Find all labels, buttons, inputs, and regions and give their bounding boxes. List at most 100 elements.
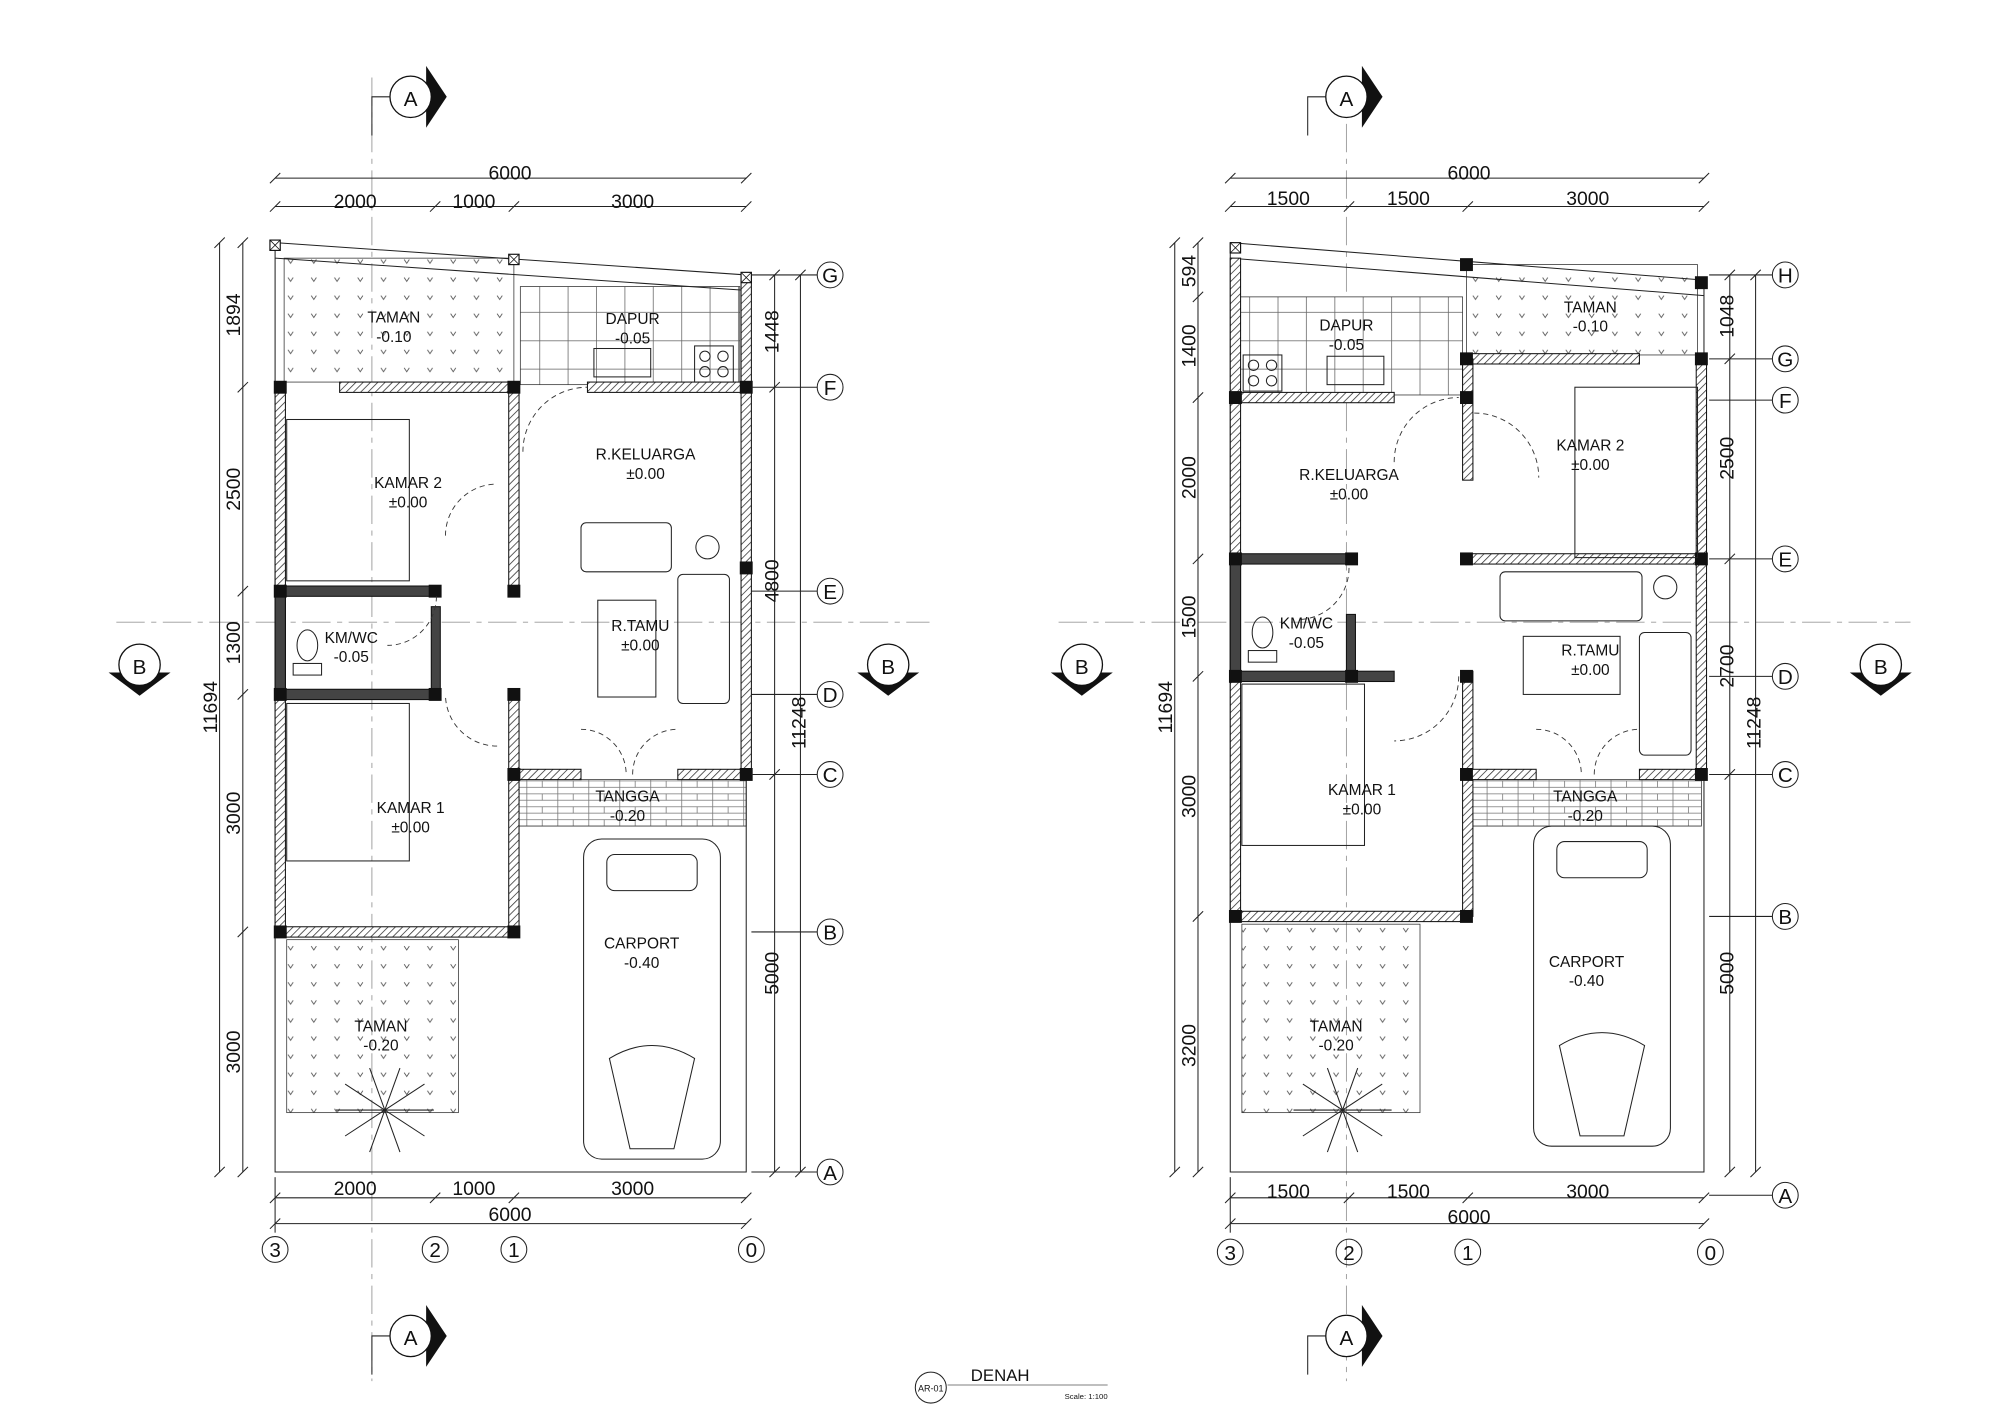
palm-frond (384, 1109, 425, 1137)
room-level: -0.40 (1569, 973, 1604, 990)
grid-column-label: 0 (1705, 1242, 1716, 1265)
dimension-top: 1000 (452, 191, 495, 213)
section-arrow-icon (1361, 65, 1383, 128)
drawing-title: DENAH (971, 1366, 1030, 1385)
section-b-bubble (1060, 643, 1104, 687)
column-cross-icon (740, 272, 752, 283)
dimension-right: 2700 (1717, 644, 1739, 687)
room-level: -0.20 (1318, 1038, 1353, 1055)
palm-frond (369, 1067, 386, 1111)
dimension-bottom: 3000 (611, 1178, 654, 1200)
burner (1265, 359, 1278, 371)
burner (717, 350, 729, 362)
room-name: KAMAR 2 (1556, 437, 1624, 454)
dimension-tick (1343, 200, 1355, 213)
room-level: -0.20 (363, 1038, 398, 1055)
grid-column-label-bubble (737, 1236, 765, 1263)
room-name: CARPORT (604, 936, 680, 953)
dimension-bottom: 1500 (1387, 1181, 1430, 1203)
dimension-right: 1048 (1717, 295, 1739, 338)
door-swing (387, 596, 437, 646)
room-level: ±0.00 (389, 494, 428, 511)
grid-column-label: 1 (1462, 1242, 1473, 1265)
grid-row-label: A (1778, 1185, 1792, 1208)
door-swing (1297, 567, 1350, 621)
room-name: TAMAN (367, 310, 420, 327)
room-level: -0.05 (334, 649, 369, 666)
room-name: KAMAR 1 (1328, 782, 1396, 799)
dimension-tick (1224, 200, 1236, 213)
burner (699, 350, 711, 362)
grid-row-label: B (1778, 906, 1792, 929)
column (428, 687, 442, 701)
burner (1247, 359, 1260, 371)
palm-frond (1342, 1083, 1383, 1111)
section-arrow-icon (426, 1304, 447, 1367)
car-hood (608, 1045, 696, 1150)
bed-icon (286, 418, 410, 582)
door-swing (1394, 676, 1460, 742)
dimension-tick (1192, 237, 1204, 249)
room-level: ±0.00 (1571, 457, 1610, 474)
dimension-left: 1500 (1178, 595, 1200, 638)
dimension-bottom: 1000 (452, 1178, 495, 1200)
wall (274, 590, 286, 695)
grid-column-label-bubble (1335, 1238, 1363, 1266)
room-level: -0.05 (1329, 337, 1364, 354)
room-name: KAMAR 2 (374, 475, 442, 492)
toilet-tank (1247, 650, 1278, 663)
dimension-left: 1300 (223, 621, 245, 664)
car-icon (1533, 825, 1671, 1147)
garden-hatch (286, 939, 459, 1114)
column-cross-icon (269, 239, 281, 251)
grid-row-label: A (823, 1162, 837, 1185)
dimension-tick (214, 1166, 226, 1178)
dimension-tick (740, 200, 752, 213)
dimension-tick (1192, 1166, 1204, 1178)
section-mark-b: B (133, 656, 147, 679)
dimension-left: 594 (1178, 255, 1200, 288)
column-cross-icon (1229, 242, 1241, 254)
roof-edge (275, 257, 747, 291)
grid-column-label-bubble (1696, 1238, 1724, 1266)
column (1694, 352, 1708, 366)
column (1694, 768, 1708, 781)
room-name: TAMAN (1564, 299, 1617, 316)
room-name: KM/WC (325, 630, 378, 647)
wall (274, 585, 440, 597)
sheet-number-circle (914, 1371, 947, 1404)
palm-frond (344, 1109, 386, 1137)
dimension-top: 2000 (334, 191, 377, 213)
palm-frond (1342, 1067, 1359, 1111)
dimension-tick (1698, 1218, 1710, 1230)
palm-frond (1302, 1109, 1343, 1137)
grid-row-label: D (1778, 666, 1793, 689)
section-mark-a: A (404, 1327, 418, 1350)
dimension-left: 3000 (223, 1030, 245, 1073)
wall (274, 688, 440, 701)
room-name: DAPUR (1319, 317, 1373, 334)
dimension-left: 11694 (1155, 681, 1177, 734)
wall (1465, 353, 1640, 365)
drawing-scale: Scale: 1:100 (1065, 1392, 1108, 1401)
column (273, 584, 287, 598)
burner (717, 366, 729, 378)
column (1460, 909, 1473, 923)
garden-hatch (283, 257, 515, 383)
room-level: -0.20 (1568, 808, 1603, 825)
dimension-left: 2000 (1178, 456, 1200, 499)
dimension-bottom: 6000 (488, 1204, 531, 1226)
sofa-icon (1638, 631, 1692, 756)
column (1460, 768, 1473, 781)
column (1345, 552, 1359, 566)
column (1460, 669, 1473, 683)
column (507, 380, 521, 394)
grid-row-label: E (823, 581, 837, 604)
column (1228, 909, 1242, 923)
room-name: TANGGA (1553, 789, 1618, 806)
wall (430, 606, 441, 695)
section-mark-b: B (1874, 656, 1888, 679)
dimension-tick (740, 1218, 752, 1230)
lamp-icon (1653, 575, 1678, 600)
section-mark-a: A (404, 88, 418, 111)
